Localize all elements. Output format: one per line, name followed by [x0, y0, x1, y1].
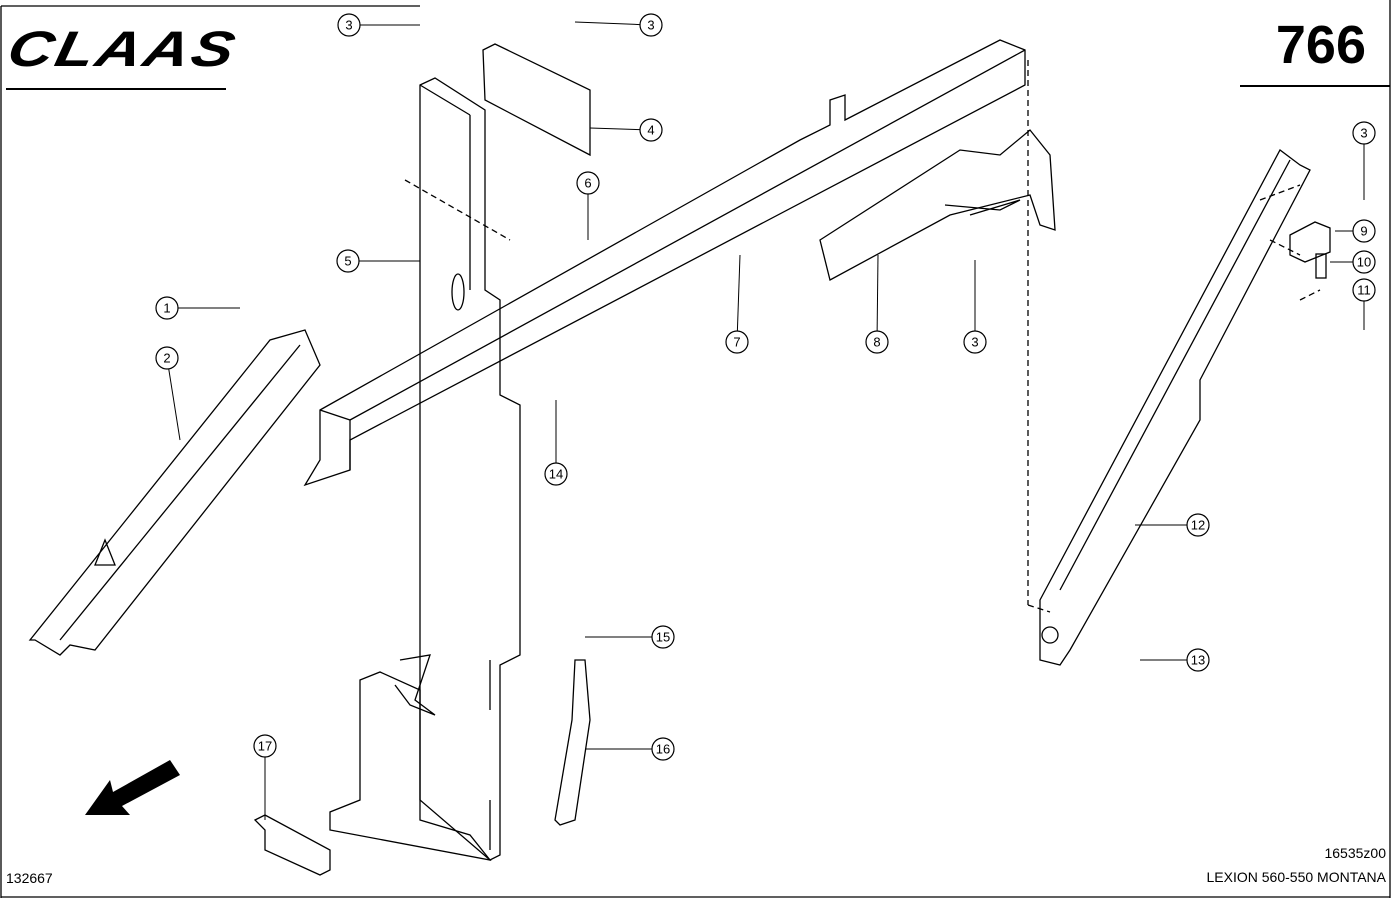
callout-label: 11	[1357, 283, 1371, 298]
callout-label: 8	[873, 335, 880, 350]
part-9-bracket	[1289, 221, 1331, 279]
callout-circle	[336, 249, 360, 273]
part-7-beam	[303, 39, 1026, 487]
callout-15: 15	[585, 625, 675, 649]
callout-3: 3	[1352, 121, 1376, 200]
callout-label: 3	[971, 335, 978, 350]
callout-circle	[1352, 278, 1376, 302]
reference-code: 16535z00	[1324, 845, 1386, 861]
callout-label: 3	[1360, 126, 1367, 141]
part-5-column	[329, 77, 521, 861]
leader-line	[574, 21, 641, 26]
leader-line	[876, 254, 879, 332]
callout-12: 12	[1135, 513, 1210, 537]
callout-circle	[1352, 121, 1376, 145]
callout-circle	[725, 330, 749, 354]
model-name: LEXION 560-550 MONTANA	[1206, 869, 1386, 885]
callout-circle	[651, 737, 675, 761]
callout-11: 11	[1352, 278, 1376, 330]
callout-circle	[639, 13, 663, 37]
callout-9: 9	[1335, 219, 1376, 243]
callout-label: 2	[163, 351, 170, 366]
callout-2: 2	[155, 346, 181, 441]
callout-10: 10	[1330, 250, 1376, 274]
part-4-plate	[482, 43, 591, 157]
drawing-number: 132667	[6, 870, 53, 886]
callout-label: 5	[344, 254, 351, 269]
page-number: 766	[1275, 15, 1366, 75]
callout-label: 12	[1191, 518, 1205, 533]
part-2-channel	[28, 329, 321, 656]
callout-label: 6	[584, 176, 591, 191]
callout-3: 3	[337, 13, 420, 37]
brand-logo: CLAAS	[2, 21, 243, 77]
part-8-bracket	[819, 129, 1056, 281]
direction-arrow-icon	[85, 760, 180, 815]
callout-3: 3	[963, 260, 987, 354]
callout-16: 16	[585, 737, 675, 761]
callout-label: 16	[656, 742, 670, 757]
callout-1: 1	[155, 296, 240, 320]
callout-14: 14	[544, 400, 568, 486]
callout-label: 10	[1357, 255, 1371, 270]
callout-circle	[337, 13, 361, 37]
callout-label: 14	[549, 467, 563, 482]
part-16-strap	[554, 659, 591, 826]
callout-circle	[155, 296, 179, 320]
callout-6: 6	[576, 171, 600, 240]
part-12-beam	[1039, 149, 1311, 666]
callout-7: 7	[725, 254, 749, 354]
callout-circle	[1352, 250, 1376, 274]
callout-label: 9	[1360, 224, 1367, 239]
callout-circle	[1352, 219, 1376, 243]
callout-circle	[576, 171, 600, 195]
callout-label: 7	[733, 335, 740, 350]
part-17-bracket	[253, 814, 331, 876]
callout-8: 8	[865, 254, 889, 354]
callout-circle	[253, 734, 277, 758]
callout-label: 15	[656, 630, 670, 645]
callout-17: 17	[253, 734, 277, 820]
callout-circle	[865, 330, 889, 354]
callout-circle	[544, 462, 568, 486]
callout-label: 4	[647, 123, 654, 138]
callout-5: 5	[336, 249, 420, 273]
callout-circle	[963, 330, 987, 354]
callout-circle	[155, 346, 179, 370]
callout-label: 17	[258, 739, 272, 754]
leader-line	[736, 254, 741, 332]
callout-circle	[651, 625, 675, 649]
callout-circle	[639, 118, 663, 142]
leader-line	[589, 127, 641, 131]
callout-label: 1	[163, 301, 170, 316]
assembly-lines	[404, 60, 1321, 613]
callout-label: 13	[1191, 653, 1205, 668]
callout-label: 3	[345, 18, 352, 33]
callout-3: 3	[574, 13, 663, 37]
callout-4: 4	[589, 118, 663, 142]
leader-line	[168, 368, 181, 441]
callout-label: 3	[647, 18, 654, 33]
callout-circle	[1186, 513, 1210, 537]
callout-circle	[1186, 648, 1210, 672]
callout-13: 13	[1140, 648, 1210, 672]
